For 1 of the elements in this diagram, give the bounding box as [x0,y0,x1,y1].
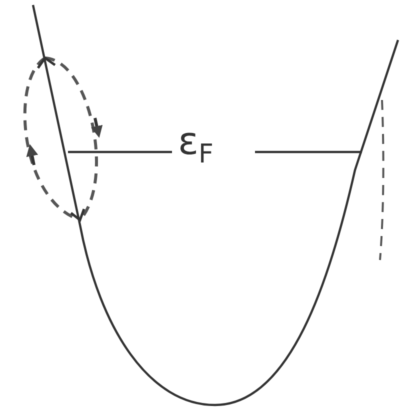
fermi-energy-label: ε$_{F}$ [178,122,214,168]
